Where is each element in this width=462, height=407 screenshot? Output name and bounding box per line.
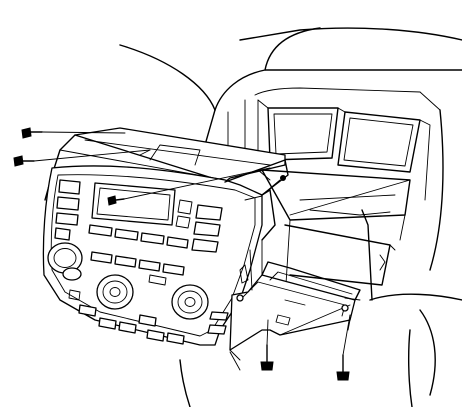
left-button-3 [55,212,79,226]
right-button-1 [195,204,223,221]
right-knob [171,284,209,320]
control-panel-unit [42,127,289,346]
right-button-3 [191,238,219,253]
screw-upper-left-2 [13,149,151,167]
dashboard-cavity [261,169,411,301]
preset-button-4 [166,236,189,249]
console-lines [179,293,462,407]
leader-lines [229,179,411,361]
preset-button-2 [114,228,139,241]
screw-upper-left-1 [21,127,126,139]
left-button-1 [58,179,81,195]
mid-button-2 [114,255,137,268]
preset-button-1 [88,224,113,237]
dashboard-outline [119,27,462,271]
center-knob [96,274,134,310]
left-knob [47,242,83,281]
bolt-lower-right [336,314,351,381]
mid-button-1 [90,251,113,264]
mounting-bracket [229,239,361,351]
bolt-lower-left [260,319,274,371]
display-window [91,182,176,226]
screw-right [261,175,286,196]
left-button-4 [54,227,71,241]
mid-button-3 [138,259,161,272]
left-button-2 [56,196,80,211]
preset-button-3 [140,232,165,245]
screw-center [107,167,271,206]
air-vent-opening [257,99,431,201]
mid-button-4 [162,263,185,276]
right-button-2 [193,221,221,237]
